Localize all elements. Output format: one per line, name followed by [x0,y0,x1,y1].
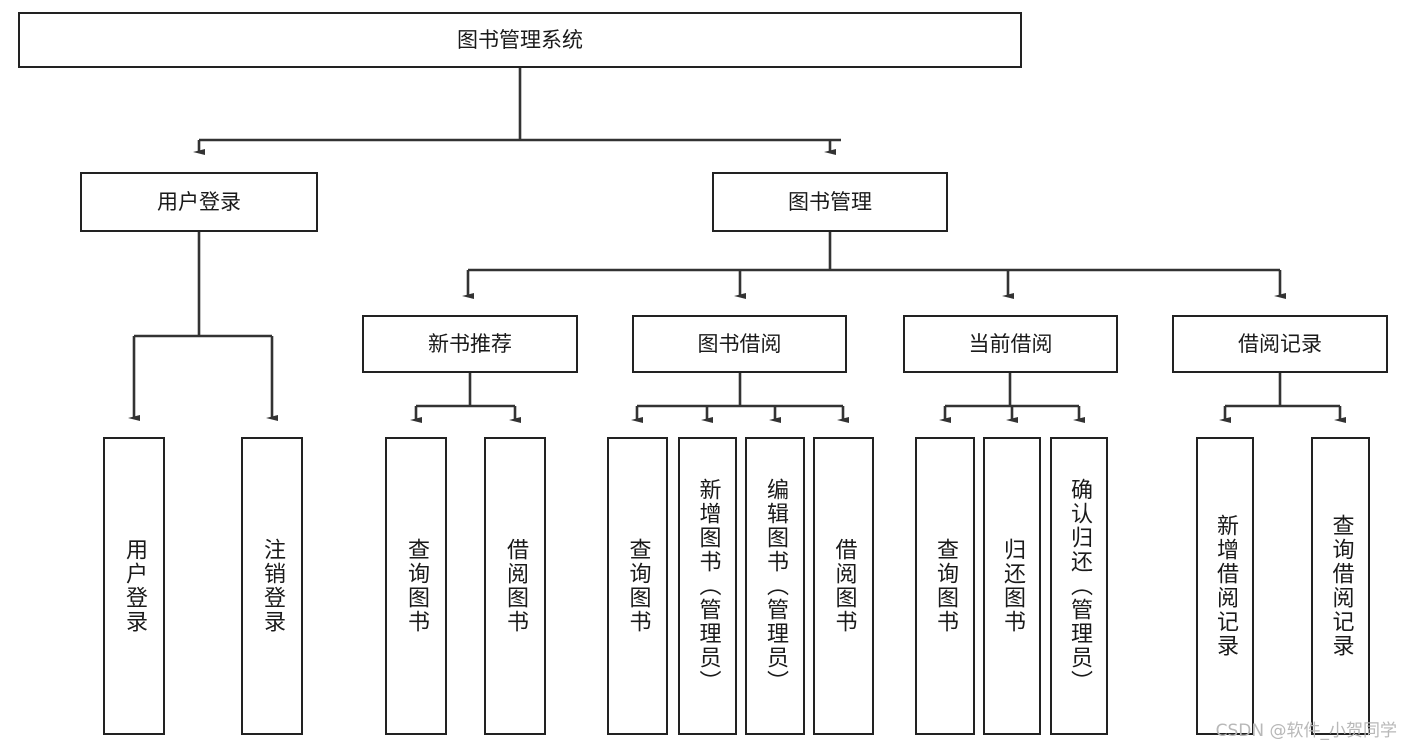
node-leaf-return-book-label: 归还图书 [1000,538,1025,634]
node-new-book-recommend[interactable]: 新书推荐 [362,315,578,373]
node-current-borrow[interactable]: 当前借阅 [903,315,1118,373]
node-leaf-add-borrow-record-label: 新增借阅记录 [1213,514,1238,658]
node-leaf-borrow-book-1-label: 借阅图书 [503,538,528,634]
node-root[interactable]: 图书管理系统 [18,12,1022,68]
node-leaf-query-borrow-record[interactable]: 查询借阅记录 [1311,437,1370,735]
node-leaf-query-book-2[interactable]: 查询图书 [607,437,668,735]
node-leaf-user-login[interactable]: 用户登录 [103,437,165,735]
node-user-login-label: 用户登录 [157,189,241,214]
node-leaf-query-book-3[interactable]: 查询图书 [915,437,975,735]
node-book-manage[interactable]: 图书管理 [712,172,948,232]
node-leaf-add-book[interactable]: 新增图书（管理员） [678,437,737,735]
node-leaf-user-logout-label: 注销登录 [260,538,285,634]
node-borrow-record[interactable]: 借阅记录 [1172,315,1388,373]
node-borrow-record-label: 借阅记录 [1238,331,1322,356]
node-leaf-borrow-book-1[interactable]: 借阅图书 [484,437,546,735]
csdn-watermark: CSDN @软件_小贺同学 [1215,721,1397,741]
node-leaf-query-book-3-label: 查询图书 [933,538,958,634]
node-leaf-add-borrow-record[interactable]: 新增借阅记录 [1196,437,1254,735]
node-leaf-borrow-book-2-label: 借阅图书 [831,538,857,634]
node-leaf-user-login-label: 用户登录 [122,538,147,634]
node-leaf-query-book-1-label: 查询图书 [404,538,429,634]
node-leaf-confirm-return[interactable]: 确认归还（管理员） [1050,437,1108,735]
node-leaf-query-book-2-label: 查询图书 [625,538,651,634]
node-leaf-confirm-return-label: 确认归还（管理员） [1067,478,1092,694]
node-new-book-recommend-label: 新书推荐 [428,331,512,356]
node-leaf-query-book-1[interactable]: 查询图书 [385,437,447,735]
node-leaf-edit-book-label: 编辑图书（管理员） [763,478,788,694]
node-book-manage-label: 图书管理 [788,189,872,214]
node-book-borrow-label: 图书借阅 [697,331,782,356]
node-leaf-add-book-label: 新增图书（管理员） [695,478,721,694]
node-current-borrow-label: 当前借阅 [968,331,1053,356]
node-leaf-borrow-book-2[interactable]: 借阅图书 [813,437,874,735]
node-leaf-query-borrow-record-label: 查询借阅记录 [1328,514,1354,658]
node-book-borrow[interactable]: 图书借阅 [632,315,847,373]
node-leaf-user-logout[interactable]: 注销登录 [241,437,303,735]
node-user-login[interactable]: 用户登录 [80,172,318,232]
node-root-label: 图书管理系统 [457,27,583,52]
node-leaf-return-book[interactable]: 归还图书 [983,437,1041,735]
node-leaf-edit-book[interactable]: 编辑图书（管理员） [745,437,805,735]
